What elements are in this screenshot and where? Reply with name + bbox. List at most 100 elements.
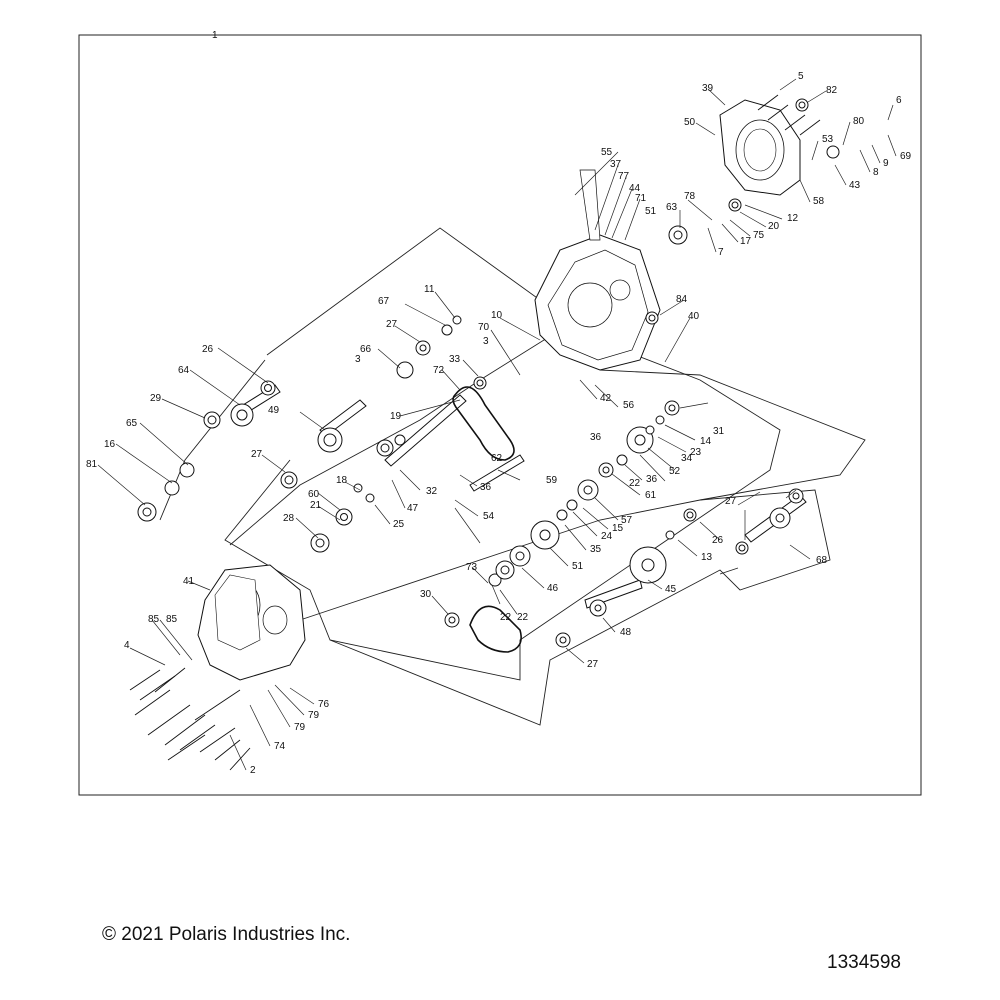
callout: 42 — [600, 393, 612, 404]
drive-chains — [452, 386, 522, 653]
callout: 75 — [753, 230, 765, 241]
callout: 25 — [393, 519, 405, 530]
callout: 27 — [587, 659, 599, 670]
callout: 5 — [798, 71, 804, 82]
callout: 67 — [378, 296, 390, 307]
callout: 64 — [178, 365, 190, 376]
callout: 85 — [166, 614, 178, 625]
callout: 18 — [336, 475, 348, 486]
gears-and-bearings — [137, 98, 840, 648]
lower-case-42 — [197, 564, 306, 681]
callout: 22 — [629, 478, 641, 489]
callout: 2 — [250, 765, 256, 776]
callout: 39 — [702, 83, 714, 94]
callout: 61 — [645, 490, 657, 501]
callout: 47 — [407, 503, 419, 514]
callout: 69 — [900, 151, 912, 162]
callout: 20 — [768, 221, 780, 232]
callout: 49 — [268, 405, 280, 416]
callout: 57 — [621, 515, 633, 526]
callout: 51 — [572, 561, 584, 572]
callout: 40 — [688, 311, 700, 322]
callout: 21 — [310, 500, 322, 511]
callout: 51 — [645, 206, 657, 217]
callout: 11 — [424, 284, 435, 295]
callout: 60 — [308, 489, 320, 500]
callout: 59 — [546, 475, 558, 486]
callout: 36 — [590, 432, 602, 443]
callout: 33 — [449, 354, 461, 365]
callout: 36 — [480, 482, 492, 493]
callout: 7 — [718, 247, 724, 258]
callout: 54 — [483, 511, 495, 522]
callout: 15 — [612, 523, 624, 534]
callout: 34 — [681, 453, 693, 464]
callout: 68 — [816, 555, 828, 566]
callout: 24 — [601, 531, 613, 542]
callout: 31 — [713, 426, 725, 437]
diagram-frame — [78, 34, 922, 796]
callout: 13 — [701, 552, 713, 563]
callout: 52 — [669, 466, 681, 477]
callout: 82 — [826, 85, 838, 96]
callout: 10 — [491, 310, 503, 321]
callout: 76 — [318, 699, 330, 710]
callout: 37 — [610, 159, 622, 170]
copyright-text: © 2021 Polaris Industries Inc. — [102, 924, 351, 945]
callout: 22 — [500, 612, 512, 623]
callout: 35 — [590, 544, 602, 555]
callout: 28 — [283, 513, 295, 524]
callout: 14 — [700, 436, 712, 447]
callout: 17 — [740, 236, 752, 247]
diagram-part-number: 1334598 — [827, 952, 901, 973]
callout: 43 — [849, 180, 861, 191]
callout: 23 — [690, 447, 702, 458]
leader-lines — [97, 78, 897, 771]
side-cover-40 — [719, 99, 801, 196]
callout: 53 — [822, 134, 834, 145]
callout: 79 — [308, 710, 320, 721]
callout: 71 — [635, 193, 647, 204]
callout: 26 — [202, 344, 214, 355]
bolts — [129, 94, 821, 771]
callout: 73 — [466, 562, 478, 573]
callout: 12 — [787, 213, 799, 224]
callout: 16 — [104, 439, 116, 450]
callout: 36 — [646, 474, 658, 485]
callout: 27 — [386, 319, 398, 330]
callout: 27 — [251, 449, 263, 460]
callout: 70 — [478, 322, 490, 333]
callout: 56 — [623, 400, 635, 411]
callout: 50 — [684, 117, 696, 128]
callout: 72 — [433, 365, 445, 376]
callout: 55 — [601, 147, 613, 158]
callout: 66 — [360, 344, 372, 355]
callout: 63 — [666, 202, 678, 213]
callout: 27 — [725, 496, 737, 507]
callout: 3 — [355, 354, 361, 365]
callout: 8 — [873, 167, 879, 178]
callout: 30 — [420, 589, 432, 600]
callout: 48 — [620, 627, 632, 638]
callout: 32 — [426, 486, 438, 497]
callout: 84 — [676, 294, 688, 305]
callout: 62 — [491, 453, 503, 464]
callout: 65 — [126, 418, 138, 429]
callout: 4 — [124, 640, 130, 651]
callout: 79 — [294, 722, 306, 733]
callout: 85 — [148, 614, 160, 625]
callout: 6 — [896, 95, 902, 106]
callout: 9 — [883, 158, 889, 169]
main-case-41 — [534, 169, 661, 371]
callout: 22 — [517, 612, 529, 623]
callout: 3 — [483, 336, 489, 347]
callout: 26 — [712, 535, 724, 546]
callout: 46 — [547, 583, 559, 594]
callout: 74 — [274, 741, 286, 752]
callout: 81 — [86, 459, 98, 470]
callout: 78 — [684, 191, 696, 202]
callout: 44 — [629, 183, 641, 194]
frame-label: 1 — [212, 30, 218, 41]
callout: 77 — [618, 171, 630, 182]
